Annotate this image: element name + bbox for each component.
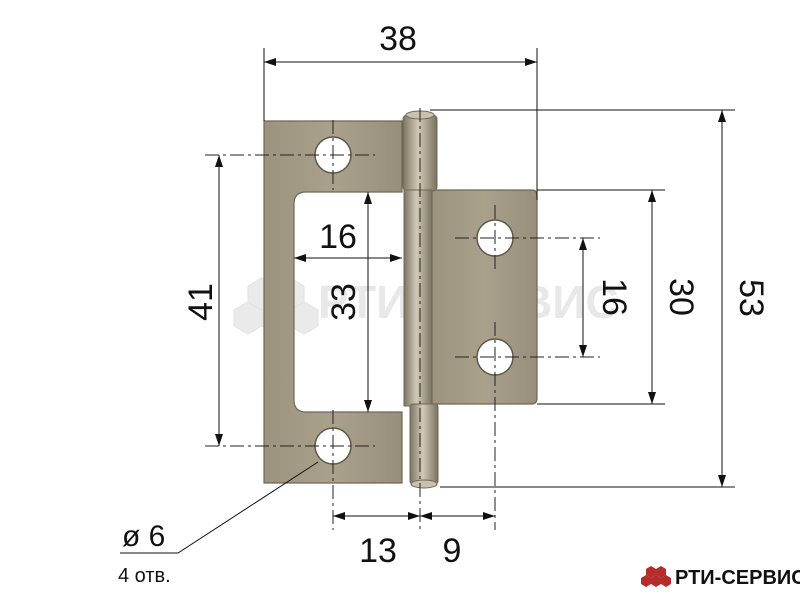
dim-right-leaf-height: 30 bbox=[662, 278, 700, 316]
dim-right-hole-spacing: 16 bbox=[595, 278, 633, 316]
dimension-arrows bbox=[215, 58, 726, 520]
hole-count-note: 4 отв. bbox=[118, 565, 171, 587]
left-hinge-leaf bbox=[263, 120, 403, 484]
dim-axis-to-right-hole: 9 bbox=[443, 532, 462, 570]
dim-overall-height: 53 bbox=[732, 279, 770, 317]
dim-overall-width: 38 bbox=[379, 20, 417, 58]
dim-left-hole-spacing: 41 bbox=[182, 283, 220, 321]
brand-hexagon-icon bbox=[641, 566, 671, 587]
brand-logo: РТИ-СЕРВИС bbox=[641, 566, 800, 589]
dim-inner-cutout-height: 33 bbox=[325, 283, 363, 321]
brand-name: РТИ-СЕРВИС bbox=[675, 567, 800, 589]
hole-diameter-note: ø 6 bbox=[122, 520, 165, 553]
dim-left-hole-to-axis: 13 bbox=[359, 532, 397, 570]
dim-inner-cutout-width: 16 bbox=[319, 218, 357, 256]
center-lines bbox=[205, 108, 600, 530]
